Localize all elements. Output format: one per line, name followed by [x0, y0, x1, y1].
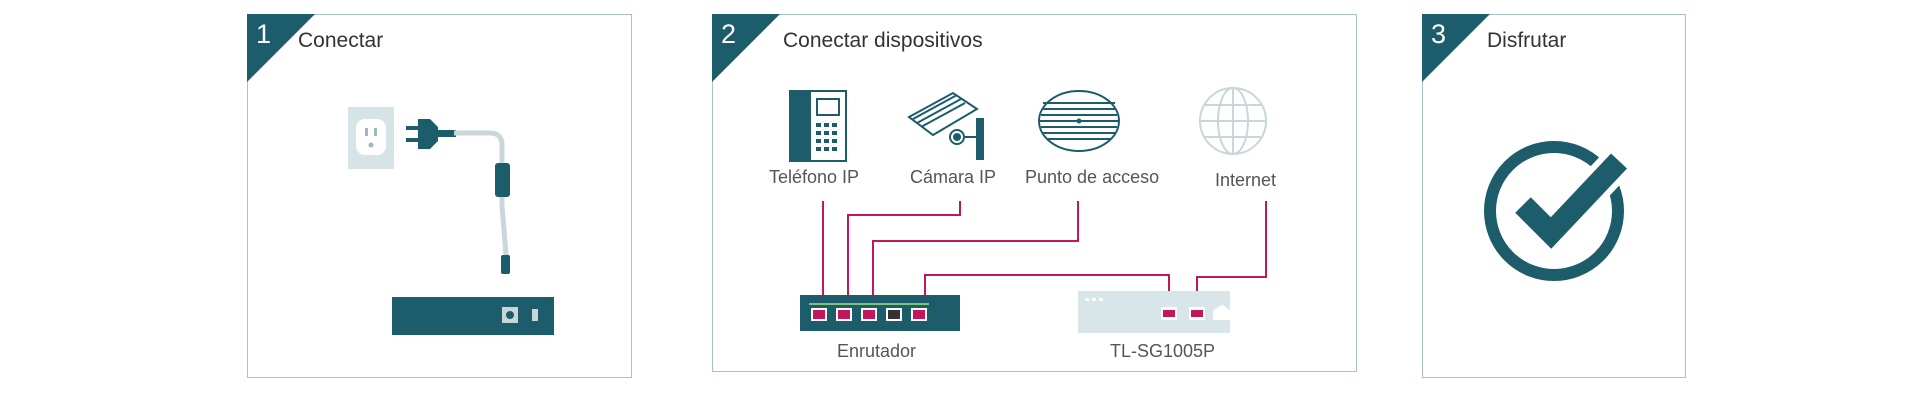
device-connection-diagram — [789, 87, 1267, 333]
cable-connector-icon — [501, 255, 510, 274]
step-number: 3 — [1431, 19, 1447, 49]
internet-globe-icon — [1199, 87, 1267, 155]
step-2-panel: 2 Conectar dispositivos — [712, 14, 1357, 372]
tl-sg1005p-switch-icon — [1078, 291, 1231, 333]
cable-ferrite-icon — [495, 163, 510, 197]
router-device-icon — [800, 295, 960, 331]
ip-phone-label: Teléfono IP — [769, 167, 860, 187]
wall-outlet-icon — [348, 107, 394, 169]
ip-camera-icon — [907, 91, 984, 160]
step-title: Conectar dispositivos — [783, 29, 983, 52]
access-point-label: Punto de acceso — [1025, 167, 1160, 187]
step-badge — [247, 14, 315, 82]
internet-label: Internet — [1215, 170, 1277, 190]
step-badge — [712, 14, 780, 82]
step-badge — [1422, 14, 1490, 82]
power-plug-icon — [406, 119, 456, 149]
access-point-icon — [1038, 90, 1120, 152]
success-illustration — [1484, 141, 1632, 281]
step-number: 1 — [256, 19, 272, 49]
step-1-panel: 1 Conectar — [247, 14, 632, 378]
step-number: 2 — [721, 19, 737, 49]
ip-camera-label: Cámara IP — [910, 167, 997, 187]
checkmark-circle-icon — [1484, 141, 1632, 281]
step-3-panel: 3 Disfrutar — [1422, 14, 1686, 378]
switch-device-icon — [392, 297, 554, 335]
power-connection-illustration — [348, 107, 554, 335]
router-label: Enrutador — [837, 341, 917, 361]
step-title: Conectar — [298, 29, 384, 52]
ip-phone-icon — [789, 90, 847, 162]
switch-model-label: TL-SG1005P — [1110, 341, 1216, 361]
step-title: Disfrutar — [1487, 29, 1567, 52]
